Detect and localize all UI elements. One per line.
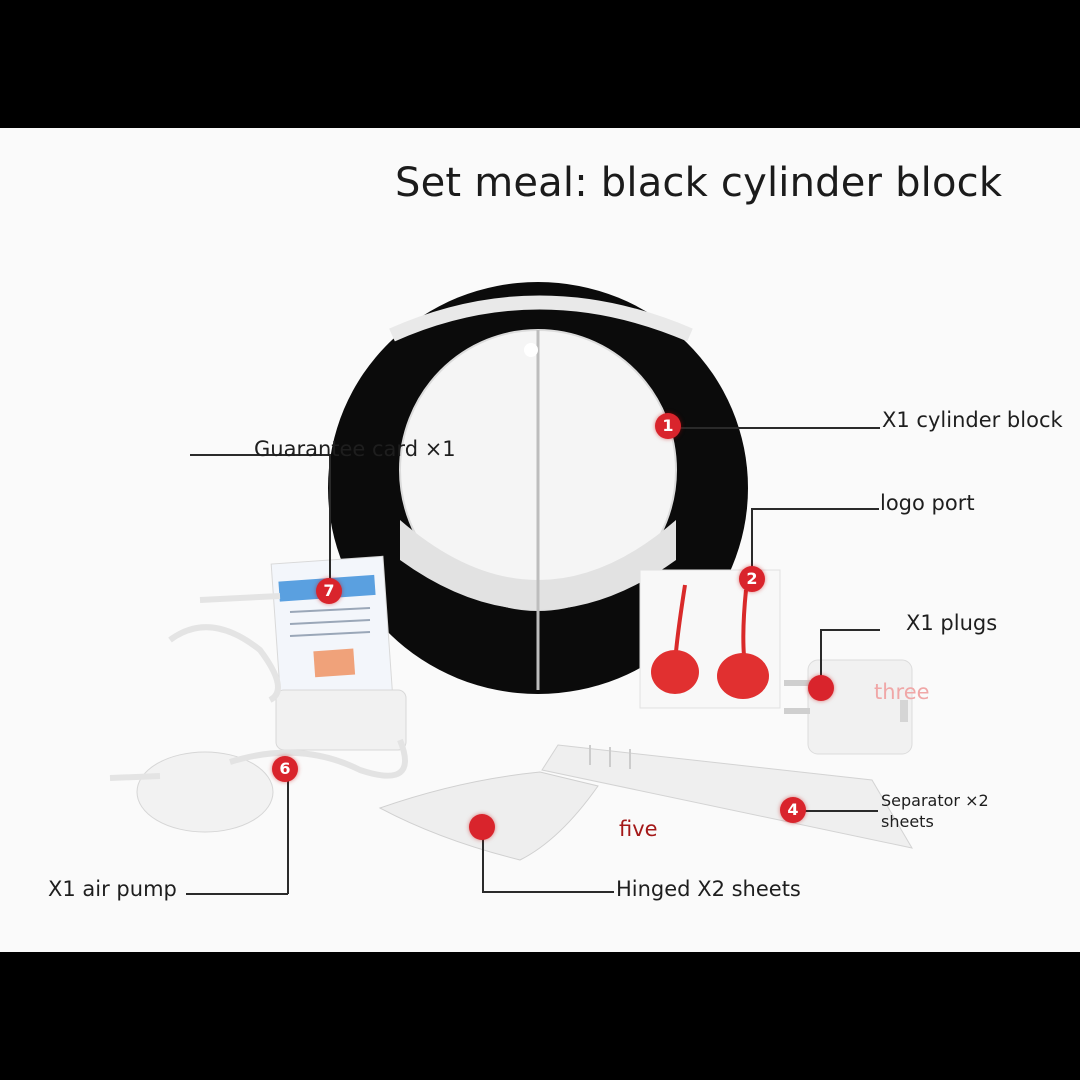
top-letterbox <box>0 0 1080 128</box>
label-cylinder-block: X1 cylinder block <box>882 408 1063 432</box>
callout-badge-4: 4 <box>780 797 806 823</box>
leader-line-logo-horizontal <box>751 508 879 510</box>
label-separator: Separator ×2 sheets <box>881 791 989 831</box>
leader-line-hinged-vertical <box>482 826 484 892</box>
cylinder-block <box>328 282 748 694</box>
leader-line-logo-vertical <box>751 508 753 576</box>
label-plugs: X1 plugs <box>906 611 998 635</box>
separator-sheet <box>541 744 914 849</box>
leader-line-card-vertical <box>329 454 331 584</box>
callout-badge-1: 1 <box>655 413 681 439</box>
leader-line-plugs-horizontal <box>820 629 880 631</box>
leader-line-plugs-vertical <box>820 629 822 687</box>
logo-sticker-sheet <box>639 569 781 709</box>
leader-line-cylinder <box>668 427 880 429</box>
leader-line-card-horizontal <box>190 454 330 456</box>
label-logo-port: logo port <box>880 491 975 515</box>
tag-five: five <box>619 817 658 841</box>
callout-dot-5 <box>469 814 495 840</box>
callout-badge-7: 7 <box>316 578 342 604</box>
leader-line-hinged-horizontal <box>482 891 614 893</box>
label-guarantee-card: Guarantee card ×1 <box>254 437 456 461</box>
plug-adapter <box>784 659 913 755</box>
label-air-pump: X1 air pump <box>48 877 177 901</box>
bottom-letterbox <box>0 952 1080 1080</box>
callout-dot-3 <box>808 675 834 701</box>
page-title: Set meal: black cylinder block <box>395 160 1003 206</box>
callout-badge-2: 2 <box>739 566 765 592</box>
leader-line-pump-vertical <box>287 770 289 894</box>
callout-badge-6: 6 <box>272 756 298 782</box>
air-pump <box>109 593 408 833</box>
tag-three: three <box>874 680 930 704</box>
label-hinged: Hinged X2 sheets <box>616 877 801 901</box>
leader-line-separator <box>796 810 878 812</box>
leader-line-pump-horizontal <box>186 893 288 895</box>
